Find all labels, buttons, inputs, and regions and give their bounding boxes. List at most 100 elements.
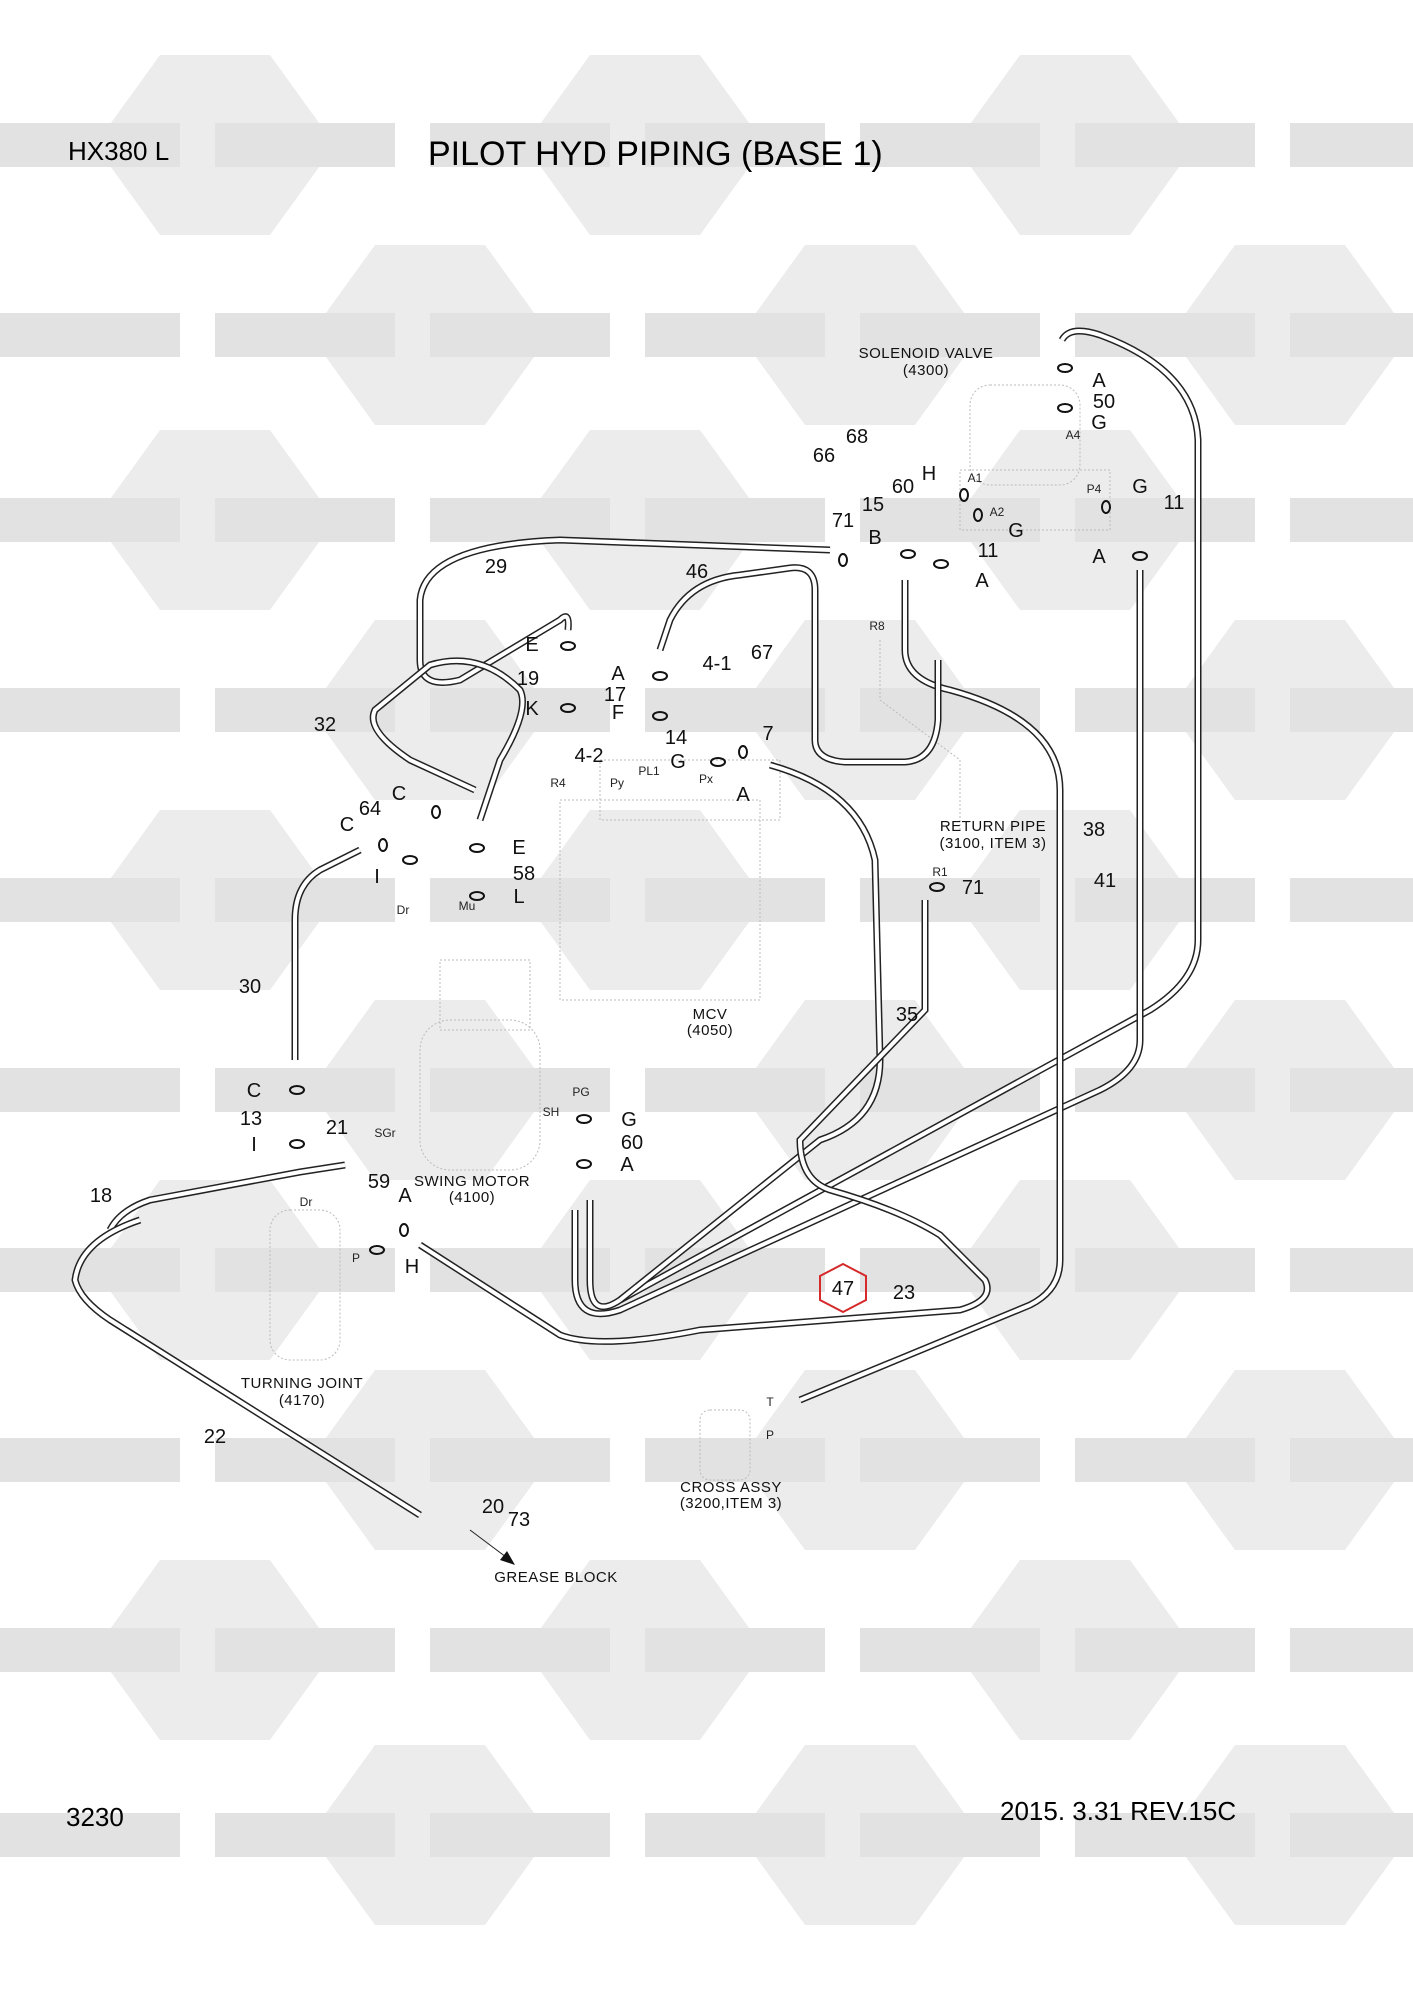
callout-30: 30 bbox=[239, 976, 261, 998]
watermark-tile bbox=[1075, 1000, 1413, 1180]
return-pipe-ref: (3100, ITEM 3) bbox=[939, 835, 1046, 852]
watermark-tile bbox=[0, 313, 180, 357]
watermark-bar bbox=[645, 1068, 825, 1112]
watermark-bar bbox=[0, 1068, 180, 1112]
watermark-bar bbox=[215, 1813, 395, 1857]
callout-f: F bbox=[612, 702, 624, 724]
callout-k: K bbox=[525, 698, 539, 720]
watermark-tile bbox=[215, 1000, 610, 1180]
callout-a: A bbox=[736, 784, 750, 806]
watermark-tile bbox=[1290, 498, 1413, 542]
callout-64: 64 bbox=[359, 798, 381, 820]
callout-50: 50 bbox=[1093, 391, 1115, 413]
watermark-bar bbox=[215, 123, 395, 167]
callout-60: 60 bbox=[892, 476, 914, 498]
hose-46 bbox=[656, 564, 942, 766]
callout-h: H bbox=[922, 463, 936, 485]
callout-68: 68 bbox=[846, 426, 868, 448]
callout-p: P bbox=[766, 1428, 774, 1442]
swing-motor-drawing bbox=[419, 959, 541, 1171]
callout-g: G bbox=[1091, 412, 1107, 434]
watermark-bar bbox=[0, 878, 180, 922]
watermark-tile bbox=[1075, 1745, 1413, 1925]
hose-32 bbox=[369, 657, 526, 822]
page-number: 3230 bbox=[66, 1802, 124, 1832]
watermark-bar bbox=[1290, 688, 1413, 732]
watermark-bar bbox=[1290, 1068, 1413, 1112]
callout-29: 29 bbox=[485, 556, 507, 578]
watermark-tile bbox=[0, 430, 395, 610]
watermark-bar bbox=[645, 313, 825, 357]
callout-h: H bbox=[405, 1256, 419, 1278]
callout-11: 11 bbox=[1164, 492, 1185, 514]
callout-38: 38 bbox=[1083, 819, 1105, 841]
cross-assy-ref: (3200,ITEM 3) bbox=[680, 1495, 782, 1512]
watermark-tile bbox=[0, 810, 395, 990]
watermark-bar bbox=[1075, 1813, 1255, 1857]
callout-46: 46 bbox=[686, 561, 708, 583]
callout-71: 71 bbox=[832, 510, 854, 532]
turning-joint-ref: (4170) bbox=[279, 1392, 325, 1409]
callout-mu: Mu bbox=[459, 899, 476, 913]
callout-67: 67 bbox=[751, 642, 773, 664]
mcv-ref: (4050) bbox=[687, 1022, 733, 1039]
watermark-bar bbox=[860, 1438, 1040, 1482]
callout-c: C bbox=[392, 783, 406, 805]
part-47-hotspot[interactable]: 47 bbox=[819, 1262, 867, 1314]
watermark-bar bbox=[1075, 688, 1255, 732]
watermark-bar bbox=[1290, 1248, 1413, 1292]
callout-4-2: 4-2 bbox=[575, 745, 604, 767]
callout-t: T bbox=[766, 1395, 774, 1409]
callout-g: G bbox=[621, 1109, 637, 1131]
watermark-tile bbox=[1075, 245, 1413, 425]
watermark-bar bbox=[215, 1628, 395, 1672]
watermark-bar bbox=[860, 1813, 1040, 1857]
watermark-tile bbox=[1290, 123, 1413, 167]
callout-g: G bbox=[1008, 520, 1024, 542]
watermark-bar bbox=[1075, 498, 1255, 542]
watermark-tile bbox=[0, 55, 395, 235]
model-label: HX380 L bbox=[68, 136, 169, 166]
watermark-tile bbox=[430, 1560, 825, 1740]
watermark-bar bbox=[430, 498, 610, 542]
watermark-bar bbox=[860, 498, 1040, 542]
watermark-bar bbox=[430, 1813, 610, 1857]
watermark-bar bbox=[860, 123, 1040, 167]
callout-a: A bbox=[1092, 370, 1106, 392]
watermark-tile bbox=[1290, 1248, 1413, 1292]
hose-38 bbox=[586, 327, 1202, 1311]
callout-73: 73 bbox=[508, 1509, 530, 1531]
watermark-bar bbox=[430, 1438, 610, 1482]
turning-joint-label: TURNING JOINT bbox=[241, 1375, 363, 1392]
watermark-bar bbox=[215, 313, 395, 357]
solenoid-valve-drawing bbox=[959, 384, 1111, 531]
callout-dr: Dr bbox=[397, 903, 410, 917]
watermark-bar bbox=[1075, 123, 1255, 167]
callout-a2: A2 bbox=[990, 505, 1005, 519]
hose-18 bbox=[106, 1161, 346, 1232]
watermark-tile bbox=[1290, 1628, 1413, 1672]
watermark-bar bbox=[430, 1628, 610, 1672]
watermark-tile bbox=[430, 810, 825, 990]
watermark-bar bbox=[1290, 123, 1413, 167]
callout-l: L bbox=[513, 886, 524, 908]
part-47-label: 47 bbox=[832, 1278, 854, 1300]
callout-r8: R8 bbox=[869, 619, 885, 633]
callout-21: 21 bbox=[326, 1117, 348, 1139]
callout-c: C bbox=[247, 1080, 261, 1102]
revision-date: 2015. 3.31 REV.15C bbox=[1000, 1796, 1236, 1826]
callout-17: 17 bbox=[604, 684, 626, 706]
return-pipe-drawing bbox=[879, 640, 961, 830]
watermark-tile bbox=[1075, 1370, 1413, 1550]
solenoid-valve-label: SOLENOID VALVE bbox=[859, 345, 994, 362]
watermark-bar bbox=[1290, 878, 1413, 922]
callout-pg: PG bbox=[572, 1085, 589, 1099]
watermark-tile bbox=[860, 810, 1255, 990]
watermark-bar bbox=[1075, 1248, 1255, 1292]
watermark-bar bbox=[1290, 498, 1413, 542]
return-pipe-label: RETURN PIPE bbox=[940, 818, 1046, 835]
callout-15: 15 bbox=[862, 494, 884, 516]
hose-30 bbox=[291, 846, 362, 1060]
callout-11: 11 bbox=[978, 540, 999, 562]
callout-18: 18 bbox=[90, 1185, 112, 1207]
